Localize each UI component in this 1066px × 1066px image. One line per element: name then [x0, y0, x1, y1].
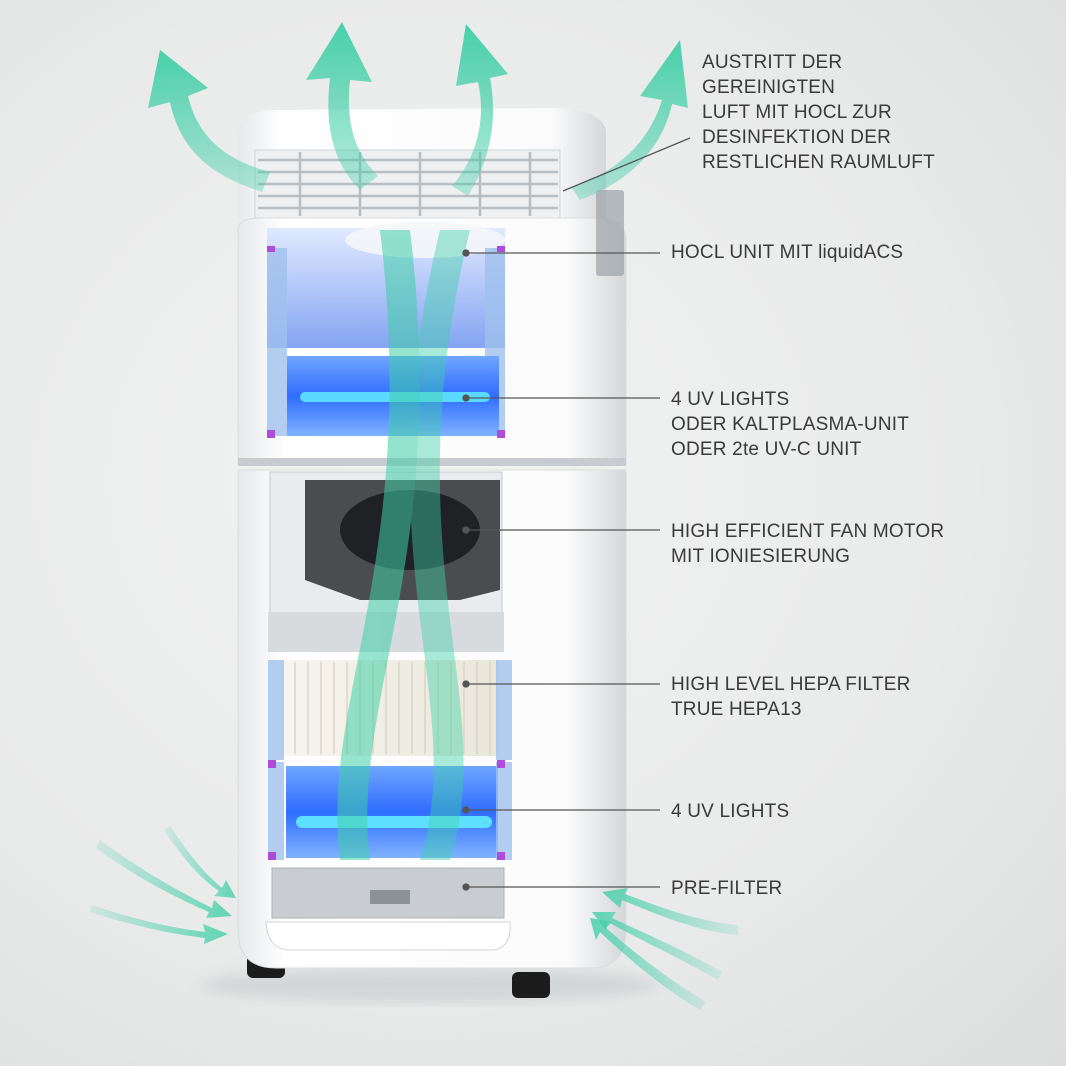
label-line: ODER KALTPLASMA-UNIT — [671, 414, 910, 435]
leader-lines — [462, 137, 691, 891]
label-line: 4 UV LIGHTS — [671, 389, 790, 410]
label-line: PRE-FILTER — [671, 878, 783, 899]
intake-airflow-right — [590, 888, 738, 1010]
internal-airflow — [337, 230, 470, 860]
airflow-arrow-icon — [572, 40, 688, 200]
airflow-arrow-icon — [602, 888, 738, 935]
label-line: ODER 2te UV-C UNIT — [671, 439, 862, 460]
airflow-arrow-icon — [306, 22, 378, 190]
hepa-filter — [282, 660, 498, 756]
label-line: HIGH LEVEL HEPA FILTER — [671, 674, 911, 695]
label-line: TRUE HEPA13 — [671, 699, 802, 720]
label-outlet-air: AUSTRITT DER GEREINIGTEN LUFT MIT HOCL Z… — [702, 50, 935, 175]
airflow-arrow-icon — [590, 918, 706, 1010]
label-line: RESTLICHEN RAUMLUFT — [702, 152, 935, 173]
top-cap — [238, 108, 606, 221]
control-display — [596, 190, 624, 276]
airflow-arrow-icon — [90, 905, 228, 944]
label-line: HOCL UNIT MIT liquidACS — [671, 242, 904, 263]
intake-airflow-left — [90, 826, 236, 944]
label-uv-lights-bottom: 4 UV LIGHTS — [671, 799, 789, 824]
uv-lamp-icon — [296, 816, 492, 828]
label-uv-lights-top: 4 UV LIGHTS ODER KALTPLASMA-UNIT ODER 2t… — [671, 387, 909, 462]
label-line: HIGH EFFICIENT FAN MOTOR — [671, 521, 945, 542]
label-line: LUFT MIT HOCL ZUR — [702, 102, 892, 123]
airflow-arrow-icon — [148, 50, 270, 192]
airflow-arrow-icon — [452, 24, 508, 196]
module-seam — [238, 458, 626, 466]
outlet-airflow-arrows — [148, 22, 688, 200]
label-line: 4 UV LIGHTS — [671, 801, 790, 822]
label-fan-motor: HIGH EFFICIENT FAN MOTOR MIT IONIESIERUN… — [671, 519, 944, 569]
airflow-arrow-icon — [96, 840, 232, 918]
label-hepa-filter: HIGH LEVEL HEPA FILTER TRUE HEPA13 — [671, 672, 911, 722]
uv-chamber-bottom — [286, 766, 498, 858]
label-pre-filter: PRE-FILTER — [671, 876, 782, 901]
label-line: MIT IONIESIERUNG — [671, 546, 851, 567]
label-line: DESINFEKTION DER — [702, 127, 891, 148]
airflow-arrow-icon — [592, 912, 722, 980]
label-line: AUSTRITT DER — [702, 52, 843, 73]
airflow-arrow-icon — [164, 826, 236, 898]
label-line: GEREINIGTEN — [702, 77, 836, 98]
label-hocl-unit: HOCL UNIT MIT liquidACS — [671, 240, 903, 265]
